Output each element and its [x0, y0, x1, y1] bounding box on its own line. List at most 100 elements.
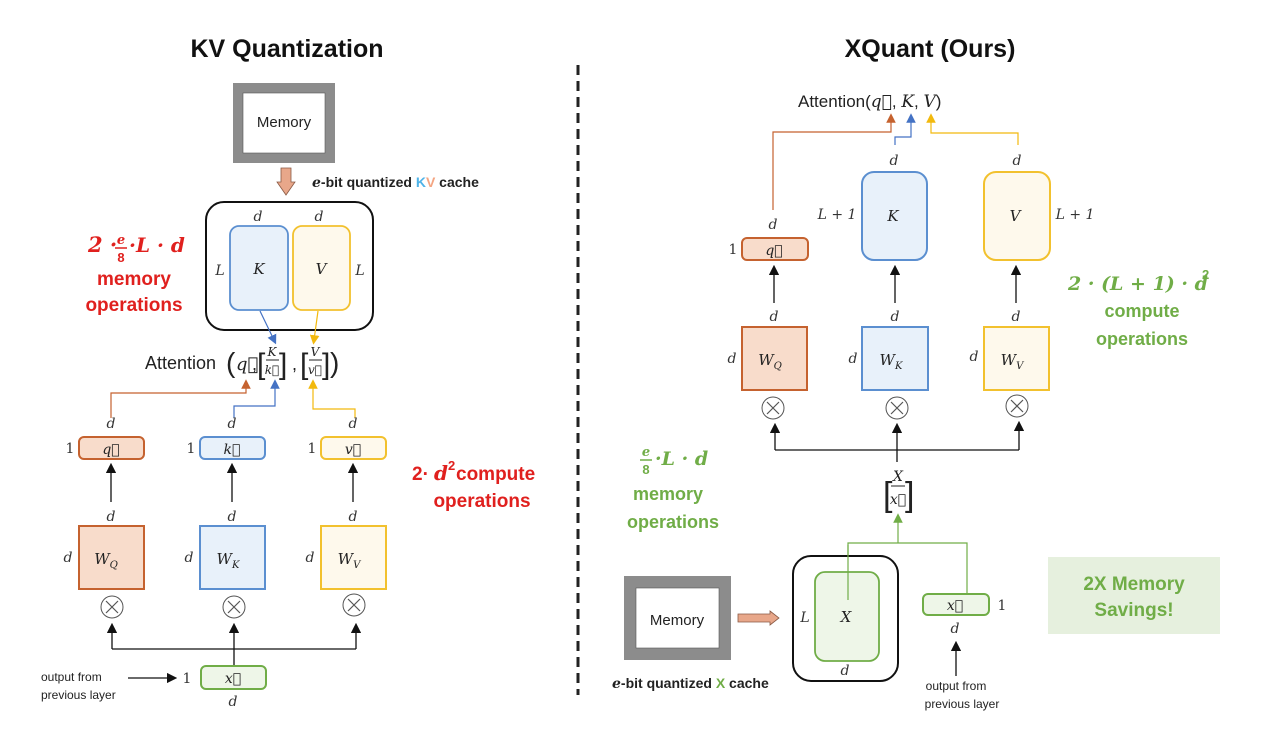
right-title: XQuant (Ours) [845, 35, 1016, 63]
attention-K: K [267, 345, 278, 359]
left-memory-block: Memory [233, 83, 335, 163]
compute-ops-exp: 2 [448, 458, 455, 473]
x-cache-label: e-bit quantized X cache [612, 675, 769, 692]
left-weight-wk: d d WK [185, 509, 266, 590]
wq-cols: d [107, 509, 116, 525]
memory-ops-den: 8 [117, 250, 124, 265]
K-rows: L + 1 [817, 207, 857, 223]
right-v-to-attention-arrow [926, 113, 1019, 145]
right-weight-wk: d d WK [849, 309, 929, 391]
memory-ops-num: e [117, 233, 125, 248]
right-multiply-icons [761, 394, 1029, 420]
concat-X-x: [ X x⃗ ] [883, 469, 914, 514]
v-vector-label: v⃗ [345, 442, 361, 458]
rinput-caption-line2: previous layer [925, 697, 1000, 711]
multiply-cross [227, 600, 241, 614]
rcompute-line1: compute [1104, 301, 1179, 321]
concat-bracket-close: ] [905, 476, 914, 514]
attention-q: q⃗ [236, 354, 258, 375]
wk-cols: d [228, 509, 237, 525]
V-cols: d [1013, 153, 1022, 169]
k-cache-matrix [229, 225, 289, 311]
v-to-attention-arrow [309, 310, 320, 345]
concat-bracket-open: [ [883, 476, 893, 514]
kv-cache-label: e-bit quantized KV cache [312, 174, 479, 191]
x-cache-rows: L [799, 610, 809, 626]
memory-ops-coef: 2 · [87, 232, 117, 257]
k-rows: 1 [187, 441, 196, 457]
multiply-cross [105, 600, 119, 614]
memory-label: Memory [257, 114, 312, 131]
rq-vector-label: q⃗ [765, 243, 782, 259]
K-cols: d [890, 153, 899, 169]
right-memory-block: Memory [624, 576, 731, 660]
rx-rows: 1 [998, 598, 1007, 614]
k-vector-label: k⃗ [224, 442, 241, 458]
multiply-cross [1010, 399, 1024, 413]
left-vector-q: d 1 q⃗ [66, 416, 145, 460]
compute-ops-coef: 2· [412, 464, 429, 485]
v-dim-top: d [315, 209, 324, 225]
k-dim-left: L [214, 263, 224, 279]
rwq-rows: d [728, 351, 737, 367]
right-matrix-K: d L + 1 K [817, 153, 928, 261]
bracket-close-v: ] [322, 348, 330, 381]
rwq-label: WQ [758, 351, 782, 372]
right-weight-wq: d d WQ [728, 309, 808, 391]
rmem-num: e [642, 445, 650, 460]
x-cache-cols: d [841, 663, 850, 679]
multiply-cross [347, 598, 361, 612]
input-caption-line1: output from [41, 670, 102, 684]
attention-k: k⃗ [265, 363, 279, 377]
multiply-cross [890, 401, 904, 415]
wq-rows: d [64, 550, 73, 566]
left-multiply-icons [100, 593, 366, 619]
x-cols: d [229, 694, 238, 710]
wv-rows: d [306, 550, 315, 566]
comma2: , [292, 354, 297, 374]
v-vec-to-attention-arrow [308, 379, 356, 418]
V-rows: L + 1 [1055, 207, 1095, 223]
rwk-matrix [861, 326, 929, 391]
rx-vector-box [922, 593, 990, 616]
memory-inner [242, 92, 326, 154]
rq-rows: 1 [729, 242, 738, 258]
rx-cols: d [951, 621, 960, 637]
q-cols: d [107, 416, 116, 432]
rwk-cols: d [891, 309, 900, 325]
rwv-label: WV [1001, 351, 1025, 372]
bracket-close-k: ] [279, 348, 287, 381]
right-panel-xquant: XQuant (Ours) Attention(q⃗, K, V) d 1 q⃗… [612, 35, 1220, 711]
wq-matrix [78, 525, 145, 590]
rq-cols: d [769, 217, 778, 233]
right-attention-formula: Attention(q⃗, K, V) [798, 92, 941, 112]
rq-vector-box [741, 237, 809, 261]
savings-bg [1048, 557, 1220, 634]
left-input-vector: x⃗ 1 d output from previous layer [41, 665, 267, 710]
rmem-den: 8 [642, 462, 649, 477]
attention-word: Attention [145, 353, 216, 373]
q-to-attention-arrow [110, 379, 251, 418]
x-cache-matrix [814, 571, 880, 662]
V-label: V [1010, 207, 1023, 225]
paren-open: ( [226, 347, 236, 378]
k-vector-box [199, 436, 266, 460]
rwq-matrix [741, 326, 808, 391]
rmem-line1: memory [633, 484, 703, 504]
v-dim-right: L [354, 263, 364, 279]
load-arrow-icon [276, 167, 296, 196]
rcompute-formula: 2 · (L + 1) · d [1067, 273, 1208, 295]
wq-label: WQ [94, 550, 118, 571]
right-compute-ops: 2 · (L + 1) · d 2 compute operations [1067, 267, 1209, 349]
savings-badge: 2X Memory Savings! [1048, 557, 1220, 634]
wk-label: WK [217, 550, 240, 571]
right-memory-ops: e 8 ·L · d memory operations [627, 445, 719, 532]
concat-top: X [892, 469, 904, 485]
left-memory-ops: 2 · e 8 ·L · d memory operations [85, 232, 184, 316]
left-weight-wq: d d WQ [64, 509, 145, 590]
input-caption-line2: previous layer [41, 688, 116, 702]
wv-label: WV [338, 550, 362, 571]
x-vector-box [200, 665, 267, 690]
rx-vector-label: x⃗ [947, 598, 963, 614]
